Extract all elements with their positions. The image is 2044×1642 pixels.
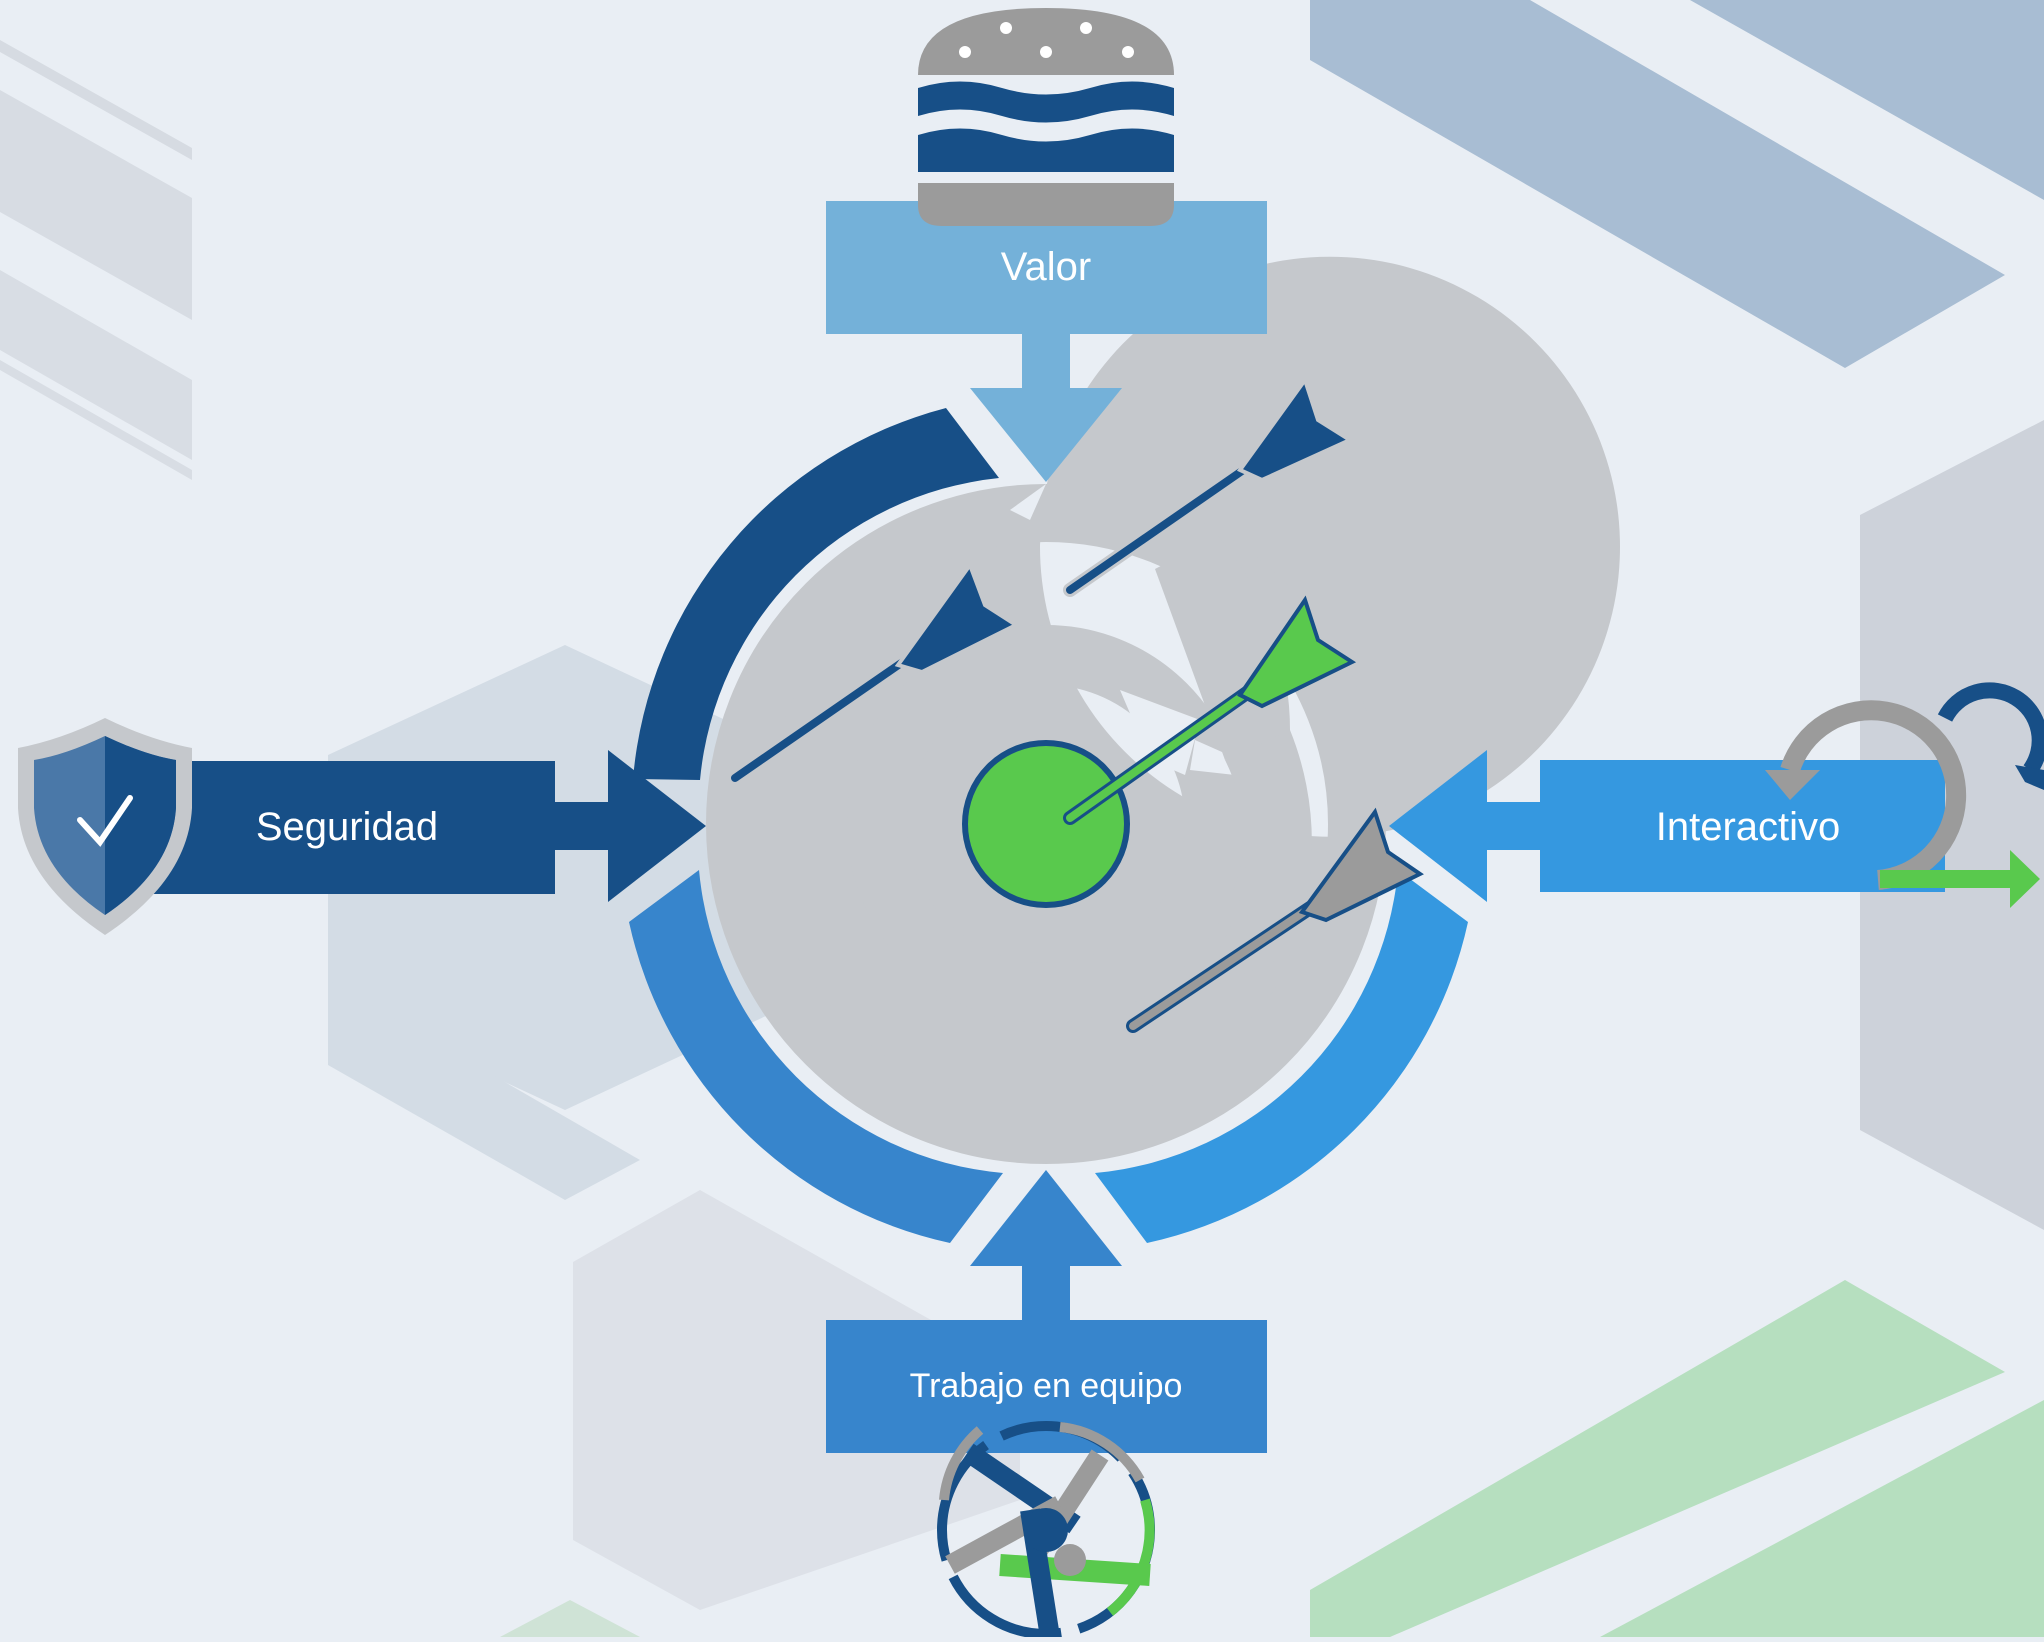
bullseye [962,740,1130,908]
interactivo-box [1540,760,1945,892]
darts [728,375,1424,1033]
dart-navy-top-right [1063,375,1355,597]
valor-connector [970,330,1122,482]
teamwork-hands-icon [937,1421,1155,1639]
interactivo-connector [1389,750,1543,902]
trabajo-label: Trabajo en equipo [910,1367,1183,1405]
shield-check-icon [18,718,192,935]
dart-navy-left [728,560,1021,785]
seguridad-box [150,761,555,894]
trabajo-connector [970,1170,1122,1322]
burger-icon [918,8,1174,226]
interactivo-label: Interactivo [1656,805,1841,849]
dart-gray-right [1126,807,1424,1033]
outer-ring-bottom-right [1095,870,1468,1243]
seguridad-label: Seguridad [256,805,438,849]
outer-ring-bottom-left [629,870,1003,1243]
valor-label: Valor [1001,245,1091,289]
cycle-arrows-icon [1765,682,2044,908]
outer-ring-top-left [633,408,999,780]
inner-ring [847,625,1245,1023]
seguridad-connector [550,750,706,902]
dart-green-center [1063,595,1357,825]
